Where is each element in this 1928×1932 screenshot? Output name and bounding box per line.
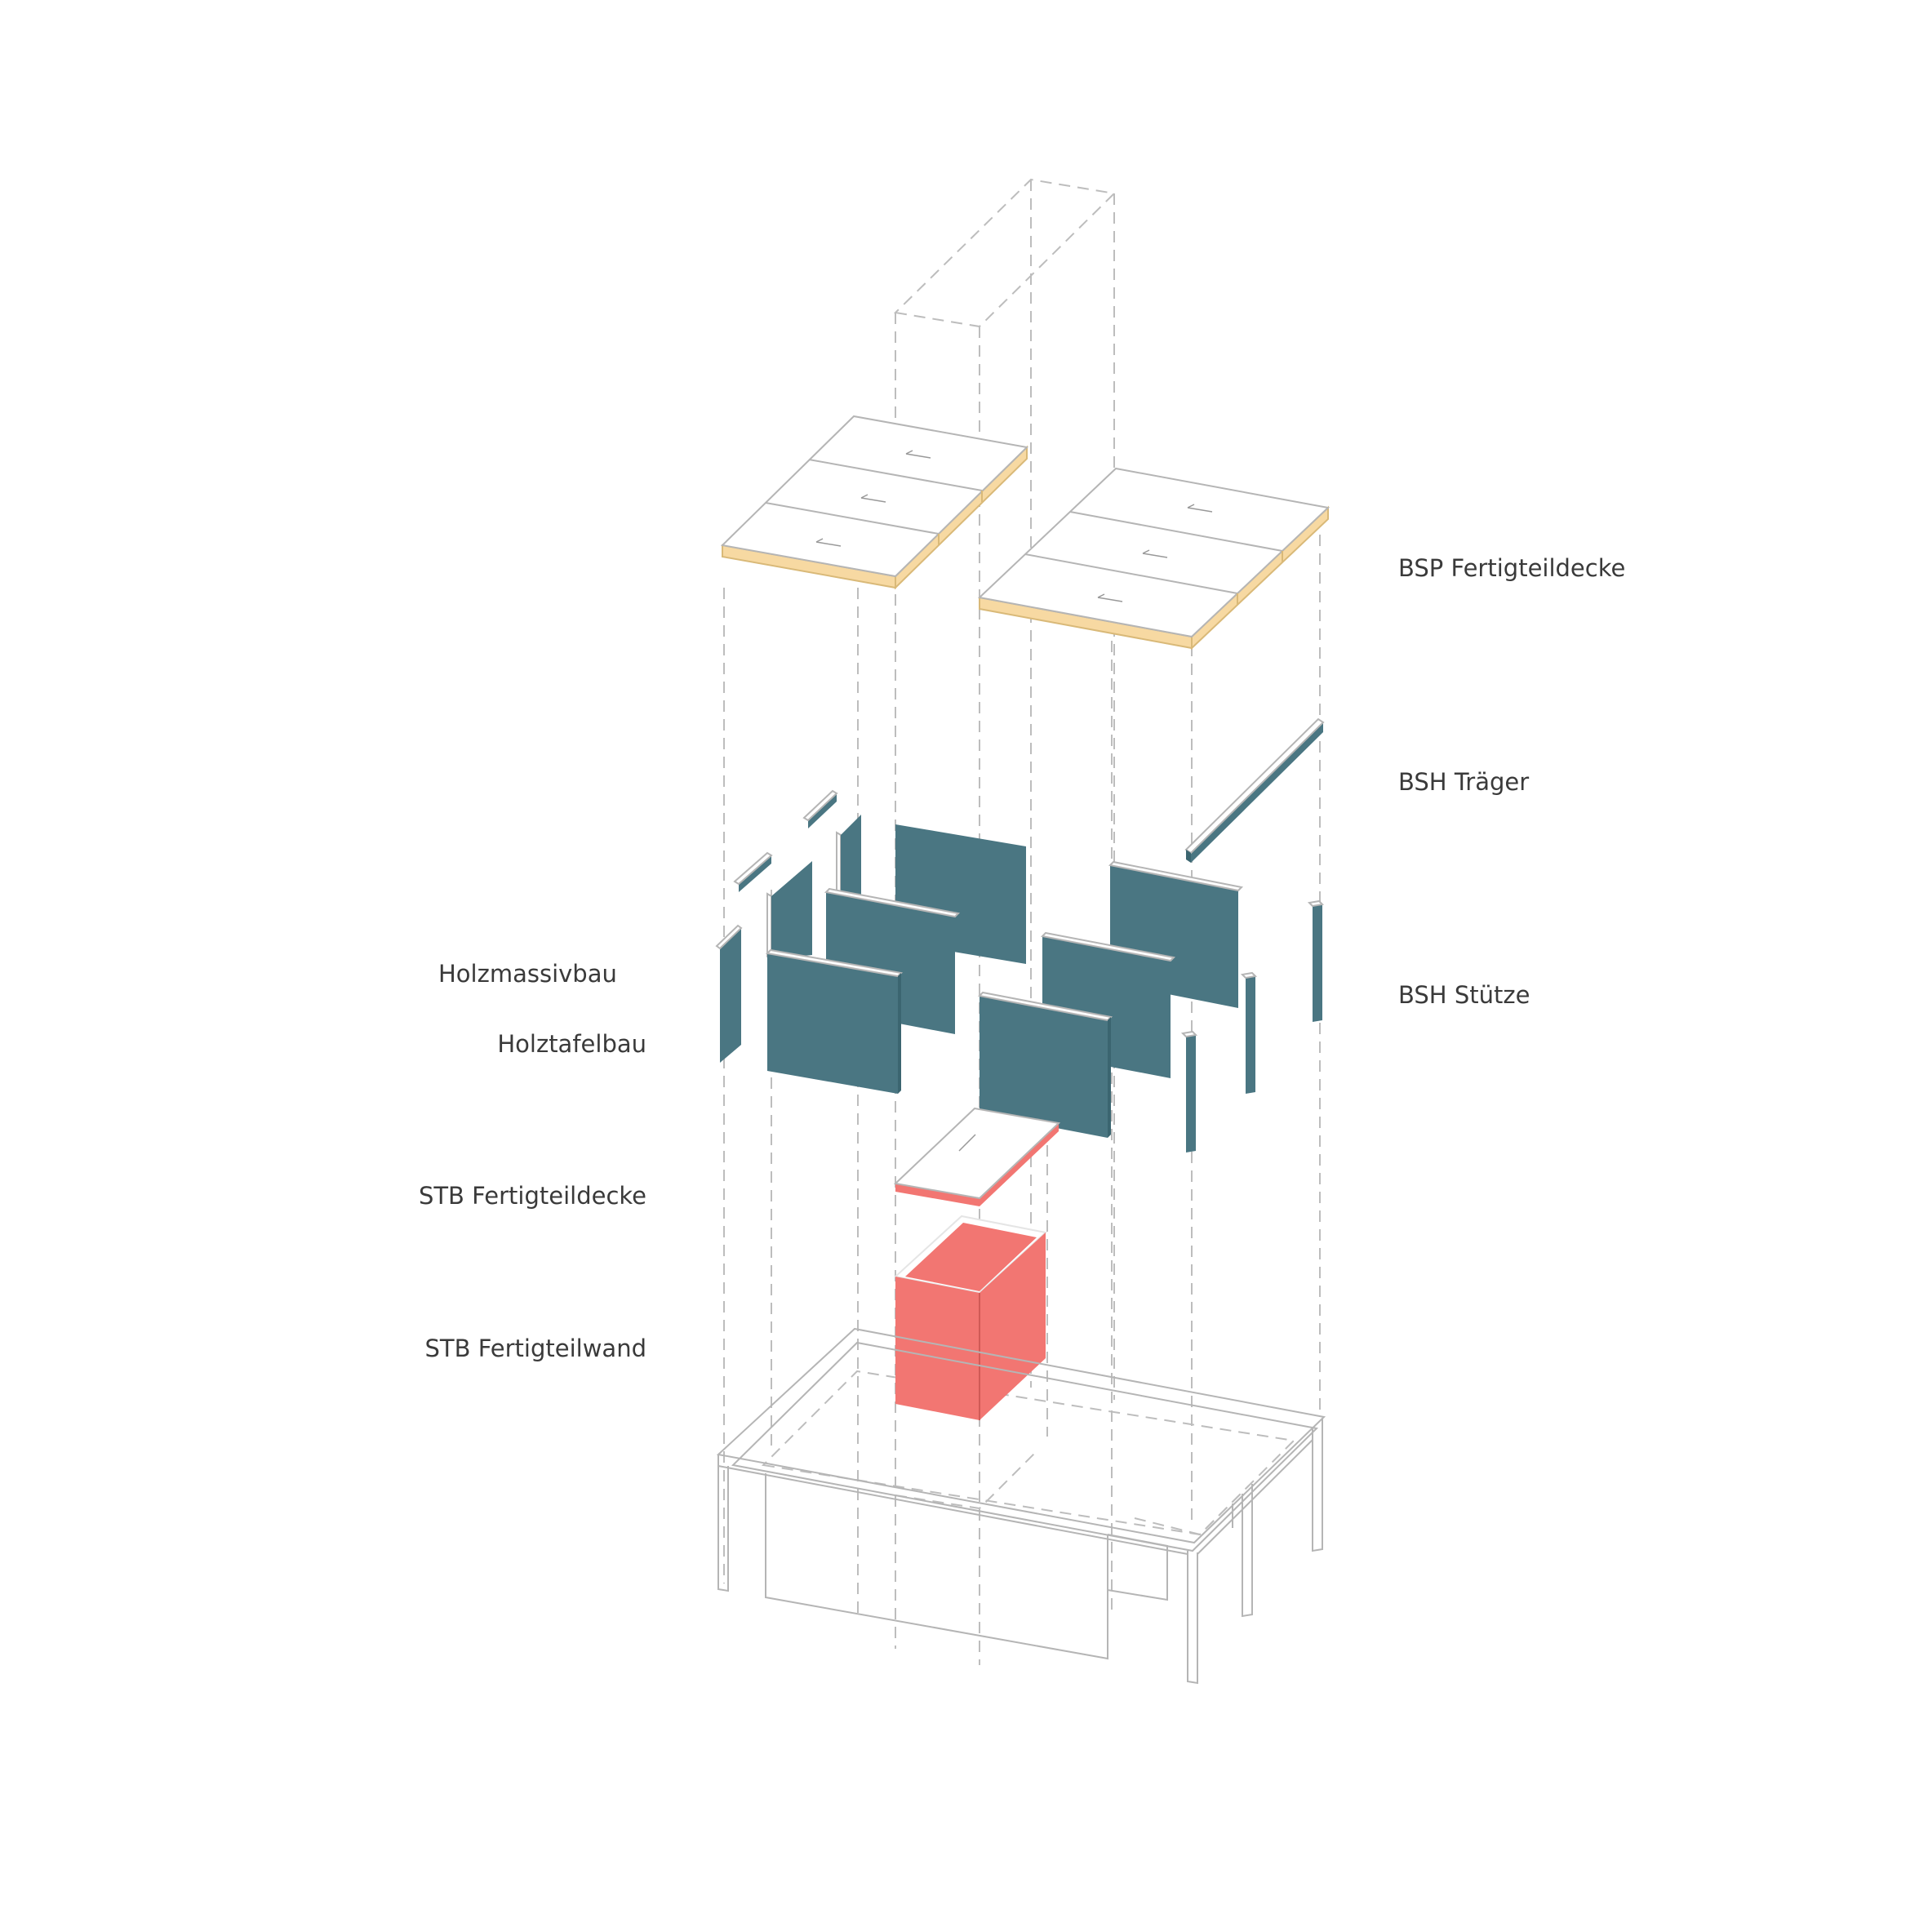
glulam-beam — [1184, 717, 1325, 863]
glulam-columns — [1180, 899, 1325, 1153]
label-bsh-traeger: BSH Träger — [1398, 768, 1529, 796]
label-holzmassivbau: Holzmassivbau — [438, 960, 617, 988]
clt-slab-right — [977, 467, 1330, 651]
label-bsp-fertigteildecke: BSP Fertigteildecke — [1398, 554, 1625, 582]
precast-concrete-core — [893, 1215, 1048, 1420]
label-stb-fertigteilwand: STB Fertigteilwand — [424, 1335, 646, 1362]
precast-concrete-slab — [893, 1107, 1061, 1206]
label-holztafelbau: Holztafelbau — [497, 1030, 646, 1058]
labels: BSP Fertigteildecke BSH Träger BSH Stütz… — [419, 554, 1625, 1362]
clt-slab-left — [720, 415, 1029, 590]
label-stb-fertigteildecke: STB Fertigteildecke — [419, 1182, 646, 1210]
base-frame — [716, 1327, 1326, 1685]
label-bsh-stuetze: BSH Stütze — [1398, 981, 1530, 1009]
timber-wall-panels — [715, 789, 1244, 1138]
